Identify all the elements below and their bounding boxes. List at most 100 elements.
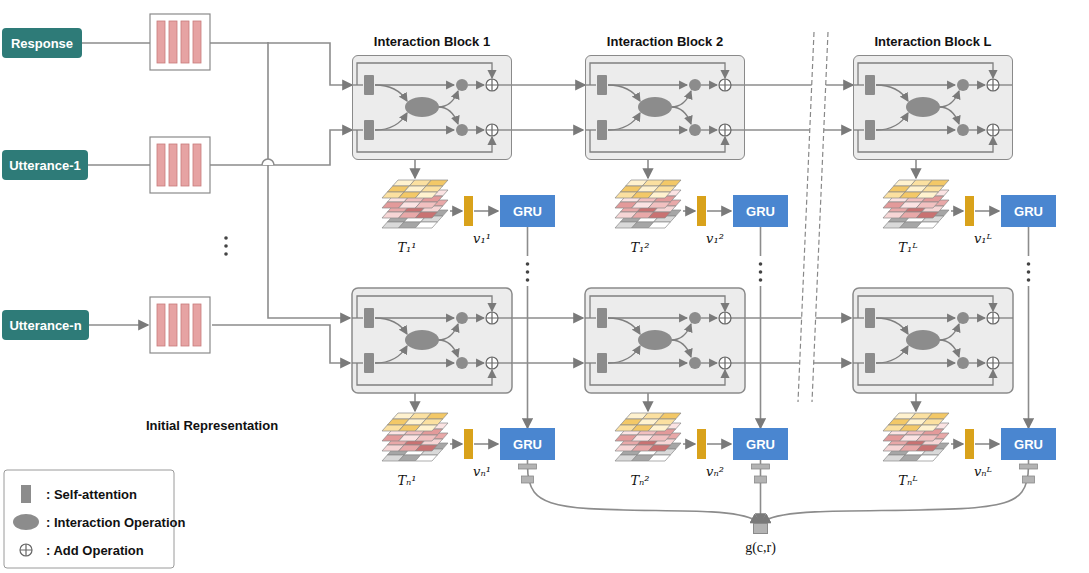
self-attention-symbol xyxy=(21,485,31,503)
flow-line xyxy=(951,210,963,212)
node-text: GRU xyxy=(746,204,775,219)
node-text: g(c,r) xyxy=(745,540,776,556)
block-line xyxy=(590,63,725,85)
tensor-cell xyxy=(648,222,670,228)
block-line xyxy=(498,317,512,318)
flow-line xyxy=(414,393,416,411)
block-fill xyxy=(585,288,745,393)
flow-line xyxy=(707,443,731,445)
ellipsis-dot xyxy=(759,270,763,274)
block-line xyxy=(590,130,725,152)
ellipsis-dot xyxy=(1027,270,1031,274)
vector-bar xyxy=(965,429,974,459)
connector xyxy=(745,84,853,86)
block-line xyxy=(608,317,687,318)
flow-line xyxy=(474,443,498,445)
block-line xyxy=(939,91,959,107)
interaction-block xyxy=(853,288,1013,393)
interaction-operation-symbol xyxy=(906,97,940,117)
line-gap xyxy=(523,256,533,286)
tensor-cell xyxy=(648,425,670,431)
add-symbol xyxy=(719,312,731,324)
tensor-label: Tₙ² xyxy=(630,473,649,488)
block-line xyxy=(969,129,985,130)
node-text: GRU xyxy=(746,437,775,452)
ellipsis-dot xyxy=(224,236,228,240)
flow-line xyxy=(915,393,917,411)
block-fill xyxy=(585,55,745,160)
interaction-block: Interaction Block 2 xyxy=(585,55,745,160)
block-line xyxy=(731,129,745,130)
node-text: Utterance-1 xyxy=(9,158,81,173)
block-line xyxy=(375,84,454,85)
flow-line xyxy=(474,210,498,212)
add-symbol xyxy=(486,357,498,369)
self-attention-symbol xyxy=(597,353,607,373)
vector-bar xyxy=(965,196,974,226)
block-line xyxy=(375,317,454,318)
operation-dot xyxy=(689,312,701,324)
node-text: GRU xyxy=(513,204,542,219)
flow-line xyxy=(82,324,148,326)
embedding-bar xyxy=(157,304,165,346)
block-line xyxy=(939,107,959,124)
tensor-cell xyxy=(648,192,670,198)
add-symbol-cross xyxy=(486,124,498,136)
tensor-cell xyxy=(415,435,437,441)
block-line xyxy=(876,362,955,363)
flow-line xyxy=(745,129,851,131)
block-line xyxy=(375,362,454,363)
block-line xyxy=(876,84,955,85)
block-line xyxy=(701,129,717,130)
add-symbol-cross xyxy=(486,357,498,369)
ellipsis-dot xyxy=(224,244,228,248)
block-line xyxy=(876,318,908,334)
block-line xyxy=(468,317,484,318)
tensor-label: Tₙ¹ xyxy=(397,473,416,488)
flow-line xyxy=(975,210,999,212)
tensor-stack xyxy=(883,413,949,461)
block-line xyxy=(608,113,640,130)
embedding-bar xyxy=(193,21,201,63)
tensor-label: T₁¹ xyxy=(397,240,416,255)
tensor-label: Tₙᴸ xyxy=(898,473,917,488)
tensor-cell xyxy=(916,202,938,208)
node-text: GRU xyxy=(1014,437,1043,452)
tensor-label: T₁ᴸ xyxy=(898,240,917,255)
block-fill xyxy=(352,55,512,160)
icon-frame xyxy=(150,137,210,193)
add-symbol-cross xyxy=(987,357,999,369)
tensor-cell xyxy=(415,212,437,218)
add-symbol-cross xyxy=(719,312,731,324)
interaction-block xyxy=(352,288,512,393)
flow-line xyxy=(975,443,999,445)
self-attention-symbol xyxy=(865,353,875,373)
ellipsis-dot xyxy=(759,262,763,266)
flow-line xyxy=(512,362,583,364)
input-box: Utterance-n xyxy=(2,310,89,340)
add-symbol xyxy=(987,124,999,136)
flow-line xyxy=(450,443,462,445)
tensor-cell xyxy=(659,180,681,186)
node-text: Interaction Block L xyxy=(874,34,991,49)
interaction-operation-symbol xyxy=(405,330,439,350)
add-symbol xyxy=(20,544,32,556)
add-symbol xyxy=(987,357,999,369)
block-line xyxy=(438,107,458,124)
interaction-block: Interaction Block 1 xyxy=(352,55,512,160)
vector-bar xyxy=(697,429,706,459)
tensor-cell xyxy=(648,445,670,451)
operation-dot xyxy=(957,79,969,91)
block-line xyxy=(939,324,959,340)
block-line xyxy=(608,362,687,363)
node-text: GRU xyxy=(1014,204,1043,219)
tensor-cell xyxy=(922,419,944,425)
output-bar xyxy=(1020,464,1038,469)
section-label: Initial Representation xyxy=(146,418,278,433)
tensor-stack xyxy=(615,413,681,461)
block-fill xyxy=(352,288,512,393)
output-bar xyxy=(522,476,534,483)
embedding-bar xyxy=(181,144,189,186)
block-line xyxy=(590,296,725,318)
